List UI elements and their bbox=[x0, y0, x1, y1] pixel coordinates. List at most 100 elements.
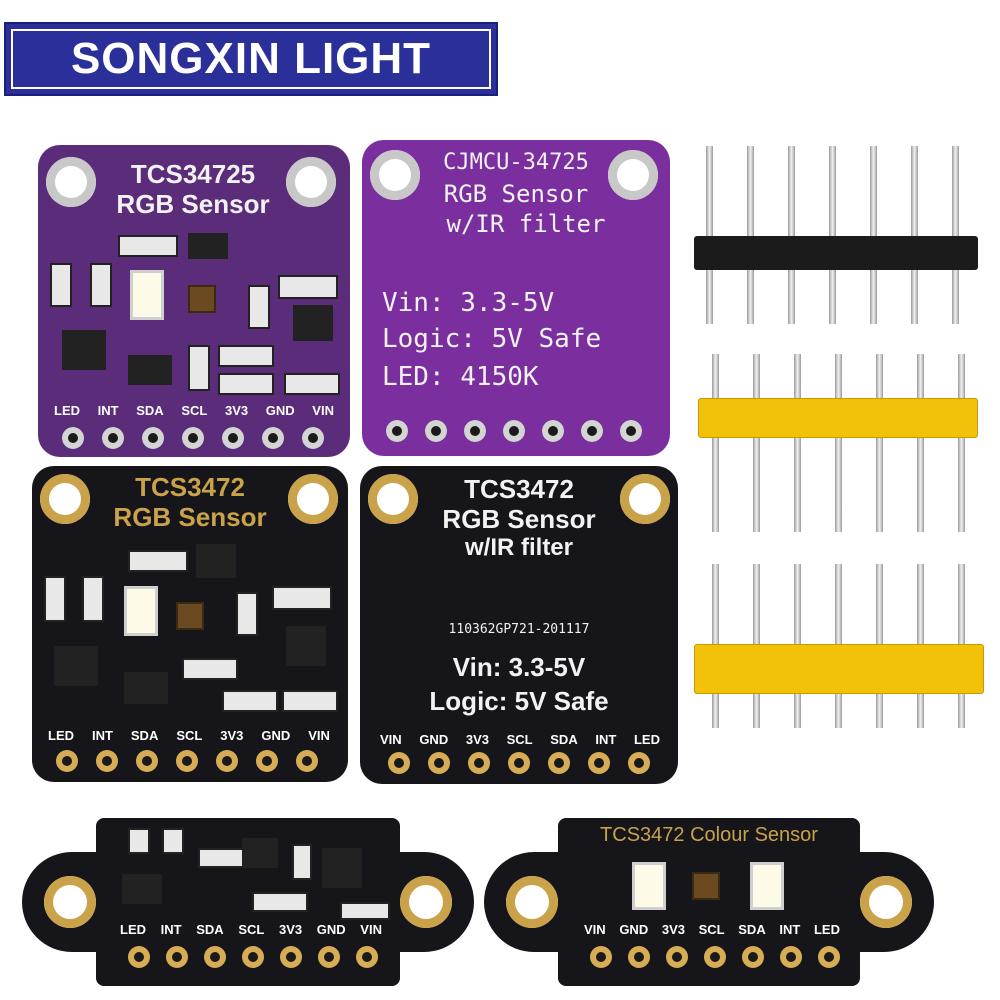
pin-label: SCL bbox=[176, 728, 203, 743]
solder-pad bbox=[542, 420, 564, 442]
board-note: w/IR filter bbox=[464, 534, 573, 561]
solder-pad bbox=[166, 946, 188, 968]
resistor bbox=[90, 263, 112, 307]
resistor bbox=[50, 263, 72, 307]
pin-label: GND bbox=[419, 732, 449, 747]
solder-pad bbox=[62, 427, 84, 449]
purple-back-board: CJMCU-34725 RGB Sensor w/IR filter Vin: … bbox=[362, 140, 670, 456]
header-pin bbox=[788, 146, 795, 324]
solder-pad bbox=[56, 750, 78, 772]
pin-labels: LED INT SDA SCL 3V3 GND VIN bbox=[48, 728, 330, 743]
white-led bbox=[124, 586, 158, 636]
spec-vin: Vin: 3.3-5V bbox=[452, 652, 586, 682]
mount-hole bbox=[40, 474, 90, 524]
resistor bbox=[188, 345, 210, 391]
long-right-board: TCS3472 Colour Sensor VIN GND 3V3 SCL SD… bbox=[484, 818, 934, 986]
solder-pad bbox=[96, 750, 118, 772]
solder-pad bbox=[182, 427, 204, 449]
solder-pad bbox=[620, 420, 642, 442]
board-subtitle: RGB Sensor bbox=[443, 180, 589, 208]
pin-label: 3V3 bbox=[661, 922, 685, 937]
transistor bbox=[62, 330, 106, 370]
mount-hole bbox=[400, 876, 452, 928]
pin-label: GND bbox=[316, 922, 346, 937]
solder-pad bbox=[356, 946, 378, 968]
pin-label: SCL bbox=[506, 732, 533, 747]
transistor bbox=[54, 646, 98, 686]
pin-label: INT bbox=[97, 403, 119, 418]
board-note: w/IR filter bbox=[446, 210, 606, 238]
board-subtitle: RGB Sensor bbox=[442, 504, 596, 534]
pin-label: VIN bbox=[308, 728, 330, 743]
solder-pad bbox=[628, 752, 650, 774]
yellow-right-angle-header bbox=[690, 560, 990, 730]
mount-hole bbox=[368, 474, 418, 524]
solder-pad bbox=[590, 946, 612, 968]
capacitor bbox=[284, 373, 340, 395]
solder-pad bbox=[548, 752, 570, 774]
resistor bbox=[162, 828, 184, 854]
board-subtitle: RGB Sensor bbox=[113, 502, 267, 532]
resistor bbox=[44, 576, 66, 622]
solder-pad bbox=[242, 946, 264, 968]
pin-label: 3V3 bbox=[224, 403, 249, 418]
spec-logic: Logic: 5V Safe bbox=[382, 324, 602, 354]
solder-pad bbox=[262, 427, 284, 449]
pin-label: GND bbox=[619, 922, 649, 937]
solder-pad bbox=[280, 946, 302, 968]
pin-label: LED bbox=[120, 922, 146, 937]
mount-hole bbox=[506, 876, 558, 928]
spec-logic: Logic: 5V Safe bbox=[429, 686, 609, 716]
pin-label: LED bbox=[54, 403, 80, 418]
color-sensor-chip bbox=[176, 602, 204, 630]
regulator-chip bbox=[293, 305, 333, 341]
ic-chip bbox=[196, 544, 236, 578]
solder-pad bbox=[386, 420, 408, 442]
pin-labels: VIN GND 3V3 SCL SDA INT LED bbox=[584, 922, 840, 937]
solder-pad bbox=[302, 427, 324, 449]
resistor bbox=[128, 828, 150, 854]
solder-pad bbox=[128, 946, 150, 968]
regulator-chip bbox=[322, 848, 362, 888]
solder-pad bbox=[216, 750, 238, 772]
solder-pad bbox=[581, 420, 603, 442]
capacitor bbox=[282, 690, 338, 712]
board-title: CJMCU-34725 bbox=[443, 150, 589, 175]
pin-labels: LED INT SDA SCL 3V3 GND VIN bbox=[120, 922, 382, 937]
capacitor bbox=[278, 275, 338, 299]
pin-label: 3V3 bbox=[278, 922, 303, 937]
board-title: TCS3472 bbox=[464, 474, 574, 504]
pin-label: VIN bbox=[360, 922, 382, 937]
solder-pad bbox=[102, 427, 124, 449]
solder-pad bbox=[176, 750, 198, 772]
mount-hole bbox=[860, 876, 912, 928]
color-sensor-chip bbox=[188, 285, 216, 313]
pin-label: 3V3 bbox=[465, 732, 489, 747]
spec-vin: Vin: 3.3-5V bbox=[382, 288, 555, 318]
resistor bbox=[82, 576, 104, 622]
header-housing bbox=[694, 236, 978, 270]
header-housing bbox=[694, 644, 984, 694]
pin-label: LED bbox=[48, 728, 74, 743]
solder-pad bbox=[222, 427, 244, 449]
capacitor bbox=[248, 285, 270, 329]
header-pin bbox=[835, 354, 842, 532]
mount-hole bbox=[608, 150, 658, 200]
resistor bbox=[218, 373, 274, 395]
board-title: TCS3472 Colour Sensor bbox=[600, 824, 818, 846]
capacitor bbox=[252, 892, 308, 912]
solder-pad bbox=[256, 750, 278, 772]
solder-pad bbox=[818, 946, 840, 968]
solder-pad bbox=[508, 752, 530, 774]
solder-pad bbox=[428, 752, 450, 774]
brand-banner: SONGXIN LIGHT bbox=[4, 22, 498, 96]
header-pin bbox=[917, 354, 924, 532]
white-led bbox=[632, 862, 666, 910]
black-pin-header bbox=[690, 140, 980, 330]
mount-hole bbox=[288, 474, 338, 524]
pin-label: LED bbox=[813, 922, 840, 937]
transistor bbox=[124, 672, 168, 704]
solder-pad bbox=[468, 752, 490, 774]
solder-pad bbox=[742, 946, 764, 968]
resistor bbox=[222, 690, 278, 712]
